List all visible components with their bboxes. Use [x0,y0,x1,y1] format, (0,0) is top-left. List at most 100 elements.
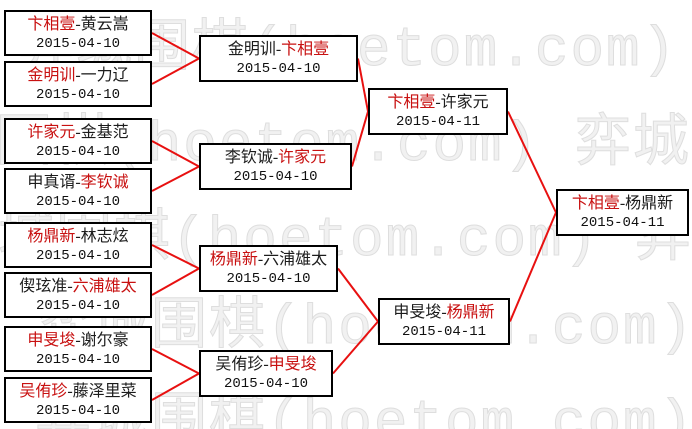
match-players: 申旻埈-杨鼎新 [393,302,494,323]
connector-line [151,32,200,60]
match-players: 吴侑珍-申旻埈 [215,354,316,375]
player-name: 金明训 [227,41,276,58]
player-name: 李钦诚 [224,149,273,166]
player-name-winner: 卞相壹 [387,94,436,111]
player-name-winner: 卞相壹 [281,41,330,58]
player-name: 林志炫 [80,227,129,245]
match-players: 卞相壹-许家元 [387,92,488,113]
player-name-winner: 申旻埈 [27,331,76,349]
match-players: 金明训-卞相壹 [228,39,329,60]
players-separator: - [75,331,81,349]
players-separator: - [75,66,81,84]
player-name-winner: 李钦诚 [80,173,129,191]
player-name: 一力辽 [80,66,129,84]
match-date: 2015-04-10 [35,35,120,52]
player-name-winner: 杨鼎新 [27,227,76,245]
match-date: 2015-04-10 [35,247,120,264]
player-name: 许家元 [440,94,489,111]
connector-line [357,58,369,112]
player-name: 金基范 [80,123,129,141]
match-date: 2015-04-10 [35,143,120,160]
player-name-winner: 杨鼎新 [446,304,495,321]
connector-line [151,57,200,85]
player-name-winner: 卞相壹 [27,15,76,33]
player-name: 藤泽里菜 [72,382,137,400]
players-separator: - [435,94,441,111]
player-name-winner: 许家元 [278,149,327,166]
players-separator: - [75,173,81,191]
players-separator: - [263,356,269,373]
match-players: 偰玹准-六浦雄太 [19,276,136,297]
connector-line [351,111,369,167]
match-players: 金明训-一力辽 [27,65,128,86]
player-name: 申真谞 [27,173,76,191]
match-date: 2015-04-10 [35,193,120,210]
player-name: 谢尔豪 [80,331,129,349]
connector-line [337,267,379,323]
player-name-winner: 金明训 [27,66,76,84]
players-separator: - [75,227,81,245]
players-separator: - [75,15,81,33]
player-name: 杨鼎新 [625,195,674,212]
match-date: 2015-04-10 [223,376,308,392]
player-name: 黄云嵩 [80,15,129,33]
player-name: 吴侑珍 [215,356,264,373]
match-date: 2015-04-10 [226,271,311,287]
players-separator: - [75,123,81,141]
match-players: 卞相壹-黄云嵩 [27,14,128,35]
match-date: 2015-04-11 [395,114,480,130]
players-separator: - [67,277,73,295]
match-date: 2015-04-10 [35,402,120,419]
player-name-winner: 六浦雄太 [72,277,137,295]
match-date: 2015-04-10 [35,86,120,103]
match-date: 2015-04-10 [35,297,120,314]
connector-line [151,348,200,375]
match-date: 2015-04-11 [580,215,665,231]
player-name: 申旻埈 [393,304,442,321]
match-players: 卞相壹-杨鼎新 [572,193,673,214]
connector-line [151,165,200,192]
match-date: 2015-04-10 [35,351,120,368]
player-name-winner: 卞相壹 [571,195,620,212]
player-name-winner: 吴侑珍 [19,382,68,400]
players-separator: - [275,41,282,58]
match-players: 李钦诚-许家元 [225,147,326,168]
match-players: 吴侑珍-藤泽里菜 [19,381,136,402]
match-players: 杨鼎新-六浦雄太 [210,249,327,270]
match-date: 2015-04-10 [233,169,318,185]
match-players: 申旻埈-谢尔豪 [27,330,128,351]
connector-line [151,140,200,168]
players-separator: - [441,304,447,321]
player-name: 六浦雄太 [263,251,328,268]
players-separator: - [272,149,279,166]
match-players: 申真谞-李钦诚 [27,172,128,193]
player-name-winner: 杨鼎新 [209,251,258,268]
connector-line [507,111,557,213]
connector-line [151,372,200,401]
players-separator: - [619,195,626,212]
match-players: 杨鼎新-林志炫 [27,226,128,247]
match-players: 许家元-金基范 [27,122,128,143]
match-date: 2015-04-11 [401,324,486,340]
match-date: 2015-04-10 [236,61,321,77]
connector-line [151,267,200,296]
connector-line [509,212,557,322]
connector-line [332,320,379,375]
players-separator: - [67,382,73,400]
